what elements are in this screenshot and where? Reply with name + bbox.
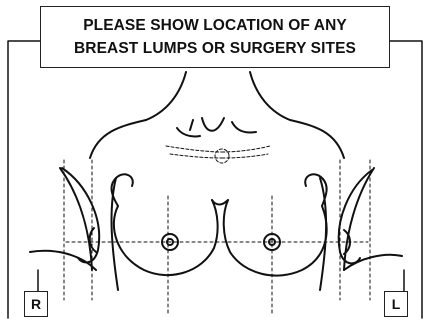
instruction-title-line-2: BREAST LUMPS OR SURGERY SITES (74, 37, 356, 60)
shoulder-left-line (90, 120, 146, 158)
axilla-right (112, 174, 133, 206)
right-side-label: R (24, 291, 48, 317)
clavicle-left (177, 128, 200, 137)
frame-left (8, 41, 40, 318)
instruction-title-line-1: PLEASE SHOW LOCATION OF ANY (83, 14, 347, 37)
breast-left-outline (224, 200, 327, 276)
ribcage-dashed (166, 146, 270, 163)
neck-right-line (250, 72, 290, 120)
sternal-notch (202, 118, 224, 131)
side-torso-left (344, 255, 402, 270)
clavicle-left-tip (190, 120, 193, 130)
shoulder-right-line (290, 120, 344, 158)
side-breast-left (339, 170, 372, 263)
clavicle-right (232, 122, 256, 133)
neck-left-line (146, 72, 186, 120)
side-torso-right (30, 251, 96, 270)
left-side-label: L (384, 291, 408, 317)
instruction-title-box: PLEASE SHOW LOCATION OF ANY BREAST LUMPS… (40, 6, 390, 68)
frame-right (390, 41, 422, 318)
arm-right-outer (60, 168, 92, 270)
breast-right-outline (114, 200, 218, 275)
